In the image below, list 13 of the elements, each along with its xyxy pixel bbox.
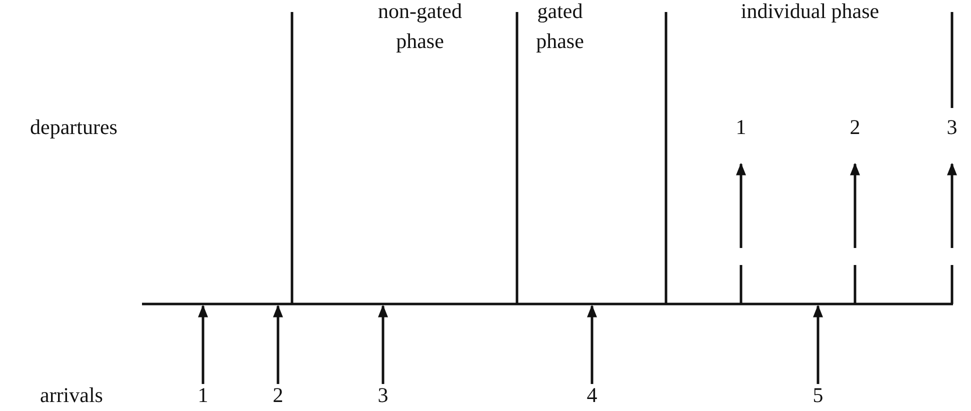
- departure-number: 3: [946, 114, 958, 141]
- arrival-number: 3: [376, 382, 390, 409]
- axis-label: arrivals: [40, 382, 104, 409]
- phase-label: individual phase: [740, 0, 880, 25]
- phase-label: gated phase: [535, 0, 585, 55]
- departure-number: 2: [848, 114, 862, 141]
- arrival-number: 5: [812, 382, 824, 409]
- departure-number: 1: [734, 114, 748, 141]
- arrival-number: 4: [586, 382, 598, 409]
- phase-label: non-gated phase: [377, 0, 463, 55]
- arrival-number: 1: [196, 382, 210, 409]
- axis-label: departures: [30, 114, 118, 141]
- arrival-number: 2: [272, 382, 284, 409]
